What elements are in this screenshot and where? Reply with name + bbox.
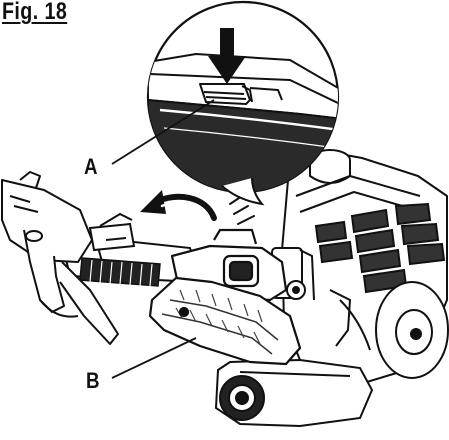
cooling-fins [314,202,446,294]
figure-title: Fig. 18 [2,0,68,25]
callout-b-cover: B [86,368,100,393]
press-arrow [208,28,246,84]
leader-lines [111,99,215,379]
air-filter-cover-b [148,276,302,366]
removal-arrow [140,190,217,224]
fuel-tank [214,358,374,428]
foam-grip [79,257,161,287]
zoom-connector [221,177,265,206]
callout-a-latch: A [84,154,98,179]
shaft-clamp [88,212,136,252]
starter-cover [329,281,449,379]
throttle-handle [1,171,119,345]
